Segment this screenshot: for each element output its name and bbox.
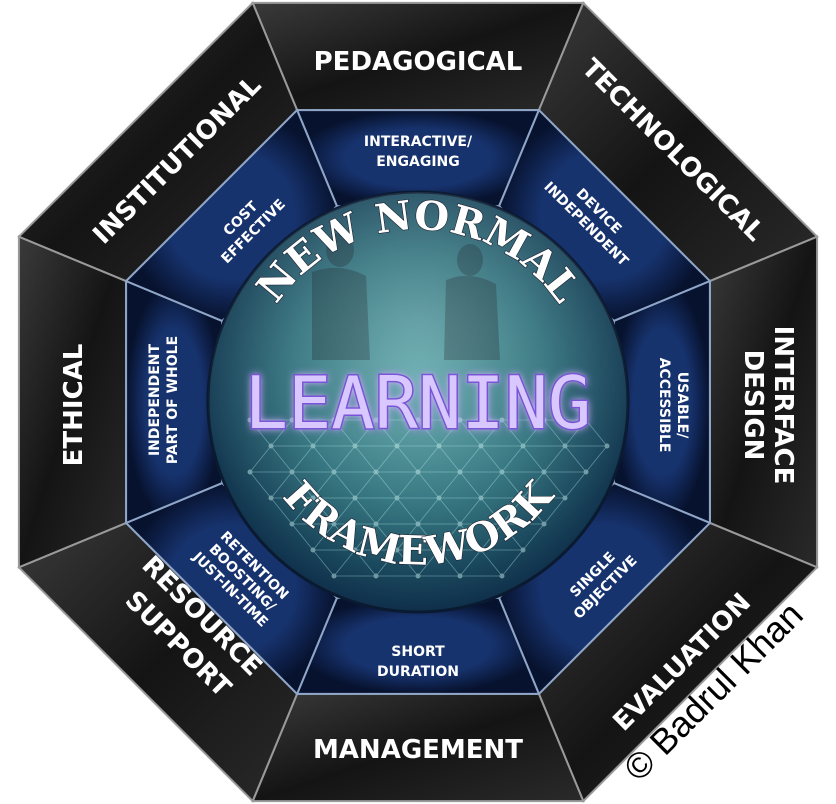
outer-label-management: MANAGEMENT	[313, 735, 523, 765]
inner-ring	[124, 108, 712, 696]
svg-text:INTERACTIVE/: INTERACTIVE/	[364, 134, 473, 150]
inner-label-independent-part: INDEPENDENT PART OF WHOLE	[147, 336, 181, 464]
outer-label-pedagogical: PEDAGOGICAL	[314, 47, 523, 77]
outer-label-ethical: ETHICAL	[59, 344, 89, 467]
center-circle	[206, 190, 630, 614]
inner-label-usable-accessible: USABLE/ ACCESSIBLE	[656, 358, 690, 453]
svg-text:SHORT: SHORT	[391, 644, 445, 660]
inner-label-interactive-engaging: INTERACTIVE/ ENGAGING	[364, 134, 473, 170]
inner-label-short-duration: SHORT DURATION	[377, 644, 459, 680]
svg-text:PART OF WHOLE: PART OF WHOLE	[165, 336, 181, 464]
center-title-main: LEARNING	[245, 361, 592, 445]
outer-label-interface: INTERFACE	[768, 326, 798, 485]
svg-text:USABLE/: USABLE/	[674, 372, 690, 439]
svg-text:INDEPENDENT: INDEPENDENT	[147, 344, 163, 457]
svg-text:DURATION: DURATION	[377, 664, 459, 680]
svg-text:ENGAGING: ENGAGING	[376, 154, 460, 170]
outer-label-design: DESIGN	[738, 350, 768, 461]
svg-text:ACCESSIBLE: ACCESSIBLE	[656, 358, 672, 453]
inner-segment-cost-effective	[124, 108, 339, 323]
outer-ring	[17, 1, 819, 803]
